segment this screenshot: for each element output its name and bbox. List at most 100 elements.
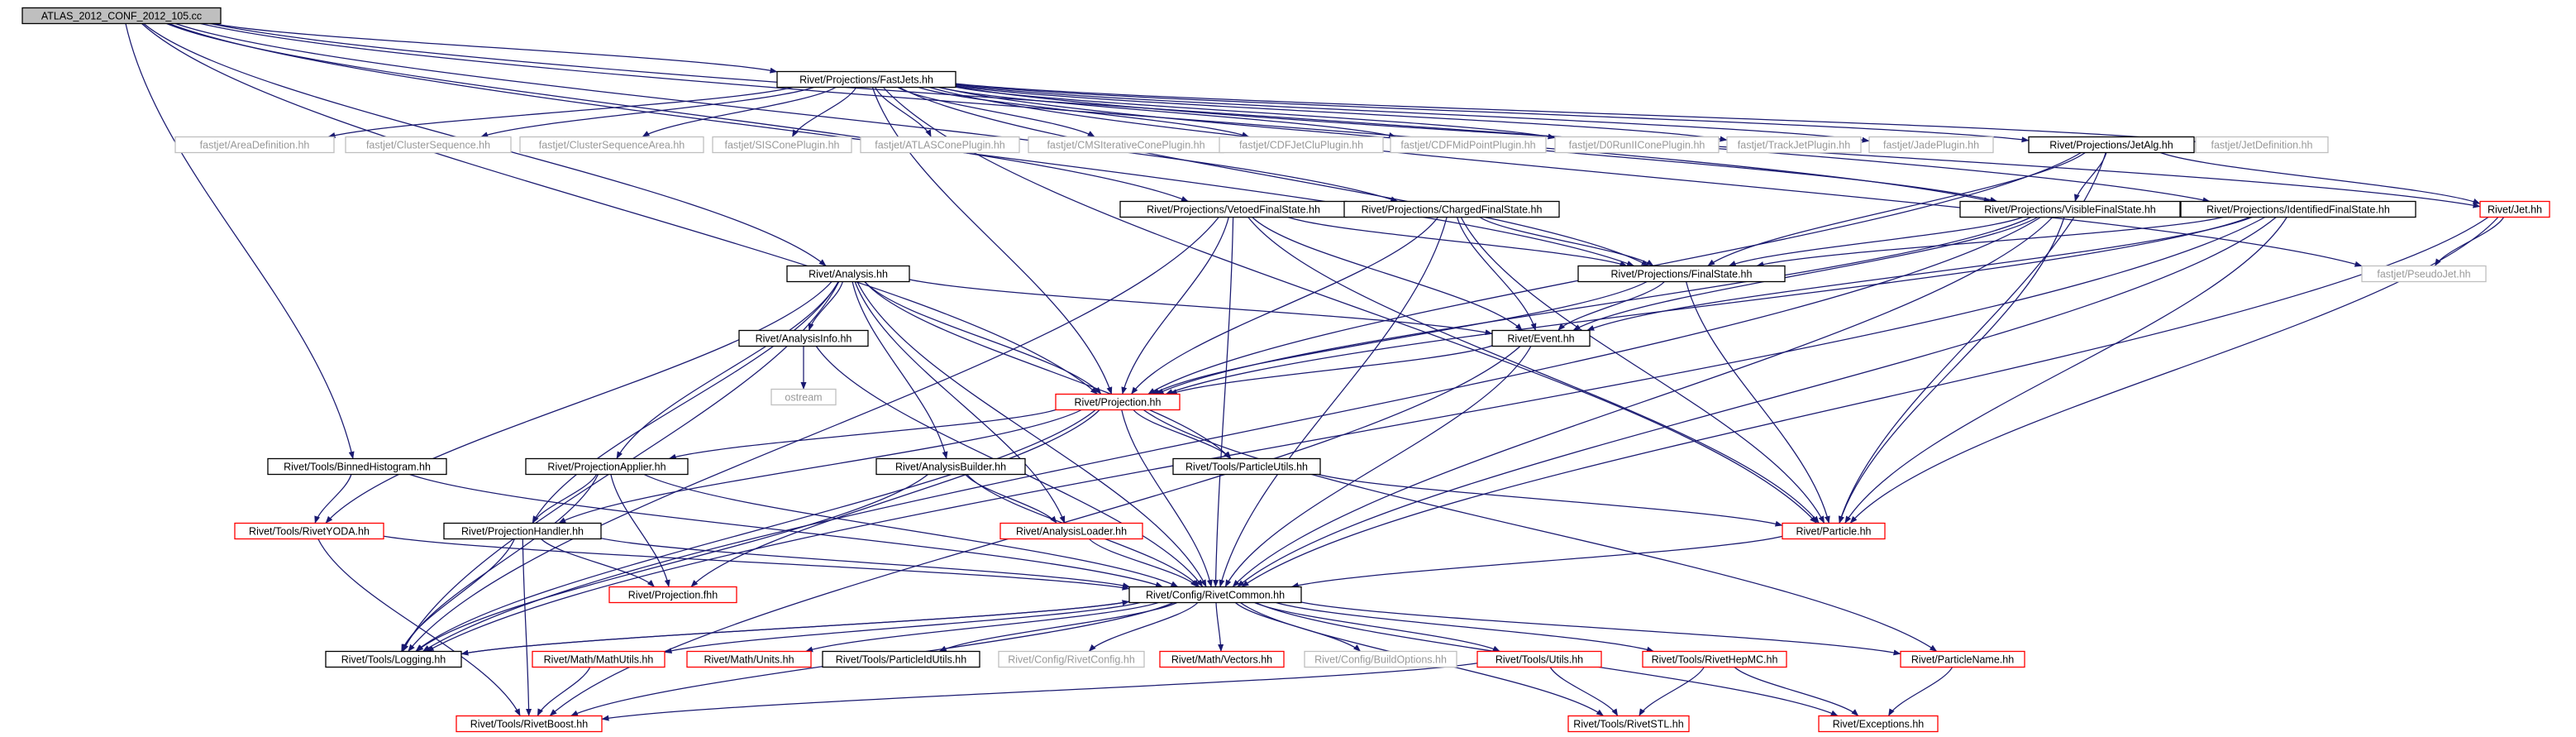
node-analysisloader[interactable]: Rivet/AnalysisLoader.hh (999, 522, 1143, 540)
node-projfhh[interactable]: Rivet/Projection.fhh (608, 586, 737, 604)
node-box-rivethepmc (1642, 650, 1787, 668)
node-label-atlascone: fastjet/ATLASConePlugin.hh (875, 140, 1005, 151)
edge-analysis-to-projapplier (616, 281, 839, 459)
node-rivetboost[interactable]: Rivet/Tools/RivetBoost.hh (456, 715, 603, 733)
node-label-ostream: ostream (785, 392, 822, 404)
edge-vetoed-to-particle (1247, 217, 1820, 524)
node-projection[interactable]: Rivet/Projection.hh (1055, 393, 1181, 411)
node-cdfmid: fastjet/CDFMidPointPlugin.hh (1390, 136, 1547, 154)
node-binned[interactable]: Rivet/Tools/BinnedHistogram.hh (267, 457, 447, 476)
node-particle[interactable]: Rivet/Particle.hh (1782, 522, 1886, 540)
edge-particlename-to-exceptions (1887, 667, 1953, 716)
edge-charged-to-rivetcommon (1219, 217, 1448, 587)
node-label-projfhh: Rivet/Projection.fhh (628, 590, 718, 601)
node-rivetstl[interactable]: Rivet/Tools/RivetSTL.hh (1567, 715, 1690, 733)
nodes-layer: ATLAS_2012_CONF_2012_105.ccRivet/Project… (21, 7, 2550, 733)
node-label-finalstate: Rivet/Projections/FinalState.hh (1611, 269, 1753, 280)
node-clusterseqarea: fastjet/ClusterSequenceArea.hh (519, 136, 704, 154)
node-box-analysis (786, 265, 910, 283)
node-identified[interactable]: Rivet/Projections/IdentifiedFinalState.h… (2180, 200, 2416, 218)
node-box-root (21, 7, 222, 25)
node-label-event: Rivet/Event.hh (1507, 333, 1574, 345)
node-jet[interactable]: Rivet/Jet.hh (2479, 200, 2550, 218)
edge-charged-to-finalstate (1479, 216, 1654, 267)
edge-root-to-visible (200, 22, 1992, 203)
edge-logging-to-rivetcommon (460, 600, 1130, 655)
node-label-projapplier: Rivet/ProjectionApplier.hh (547, 462, 665, 473)
node-visible[interactable]: Rivet/Projections/VisibleFinalState.hh (1959, 200, 2181, 218)
node-d0run2: fastjet/D0RunIIConePlugin.hh (1554, 136, 1720, 154)
edge-fastjets-to-particle (882, 87, 1818, 524)
node-box-buildoptions (1304, 650, 1457, 668)
edge-toolsutils-to-rivetstl (1549, 667, 1619, 716)
node-label-particlename: Rivet/ParticleName.hh (1911, 654, 2014, 666)
node-fastjets[interactable]: Rivet/Projections/FastJets.hh (776, 70, 956, 89)
node-vectors[interactable]: Rivet/Math/Vectors.hh (1159, 650, 1285, 668)
node-label-jetalg: Rivet/Projections/JetAlg.hh (2049, 140, 2173, 151)
node-event[interactable]: Rivet/Event.hh (1491, 329, 1591, 347)
node-toolsutils[interactable]: Rivet/Tools/Utils.hh (1476, 650, 1602, 668)
edge-fastjets-to-pseudojet (929, 86, 2363, 267)
node-projapplier[interactable]: Rivet/ProjectionApplier.hh (525, 457, 689, 476)
edge-fastjets-to-jade (955, 84, 1870, 143)
node-box-clusterseqarea (519, 136, 704, 154)
node-particlename[interactable]: Rivet/ParticleName.hh (1900, 650, 2025, 668)
node-box-event (1491, 329, 1591, 347)
node-analysis[interactable]: Rivet/Analysis.hh (786, 265, 910, 283)
node-particleidutils[interactable]: Rivet/Tools/ParticleIdUtils.hh (822, 650, 980, 668)
node-label-particleidutils: Rivet/Tools/ParticleIdUtils.hh (836, 654, 966, 666)
edge-visible-to-event (1572, 216, 2039, 332)
node-projhandler[interactable]: Rivet/ProjectionHandler.hh (443, 522, 602, 540)
edge-projhandler-to-logging (401, 538, 515, 652)
edge-root-to-projection (141, 23, 1098, 395)
edge-identified-to-event (1586, 216, 2253, 332)
node-cmsiter: fastjet/CMSIterativeConePlugin.hh (1028, 136, 1224, 154)
node-rivetyoda[interactable]: Rivet/Tools/RivetYODA.hh (234, 522, 384, 540)
node-rivetcommon[interactable]: Rivet/Config/RivetCommon.hh (1128, 586, 1302, 604)
edge-finalstate-to-projection (1152, 280, 1648, 395)
node-units[interactable]: Rivet/Math/Units.hh (686, 650, 812, 668)
node-root[interactable]: ATLAS_2012_CONF_2012_105.cc (21, 7, 222, 25)
edge-fastjets-to-jetalg (955, 84, 2030, 143)
edge-analysisloader-to-rivetcommon (1089, 538, 1198, 587)
node-label-analysis: Rivet/Analysis.hh (809, 269, 888, 280)
node-rivethepmc[interactable]: Rivet/Tools/RivetHepMC.hh (1642, 650, 1787, 668)
node-exceptions[interactable]: Rivet/Exceptions.hh (1818, 715, 1939, 733)
edge-fastjets-to-clusterseq (480, 86, 814, 138)
node-label-analysisbuilder: Rivet/AnalysisBuilder.hh (895, 462, 1006, 473)
node-label-clusterseq: fastjet/ClusterSequence.hh (366, 140, 490, 151)
edge-analysis-to-projhandler (532, 281, 839, 524)
edge-vetoed-to-rivetcommon (1213, 217, 1234, 587)
edge-particleutils-to-particle (1318, 473, 1783, 527)
edge-analysisbuilder-to-logging (416, 474, 928, 652)
edge-jetalg-to-finalstate (1707, 151, 2086, 267)
node-particleutils[interactable]: Rivet/Tools/ParticleUtils.hh (1172, 457, 1321, 476)
edge-vetoed-to-finalstate (1287, 216, 1628, 267)
node-box-jet (2479, 200, 2550, 218)
edge-projection-to-particleutils (1133, 409, 1232, 459)
node-box-rivetyoda (234, 522, 384, 540)
node-charged[interactable]: Rivet/Projections/ChargedFinalState.hh (1343, 200, 1560, 218)
node-jetalg[interactable]: Rivet/Projections/JetAlg.hh (2028, 136, 2195, 154)
node-box-rivetstl (1567, 715, 1690, 733)
node-logging[interactable]: Rivet/Tools/Logging.hh (325, 650, 462, 668)
node-analysisinfo[interactable]: Rivet/AnalysisInfo.hh (738, 329, 869, 347)
node-jetdef: fastjet/JetDefinition.hh (2195, 136, 2329, 154)
node-finalstate[interactable]: Rivet/Projections/FinalState.hh (1577, 265, 1786, 283)
node-label-pseudojet: fastjet/PseudoJet.hh (2377, 269, 2470, 280)
node-box-charged (1343, 200, 1560, 218)
edge-fastjets-to-jetdef (955, 83, 2197, 144)
edge-finalstate-to-event (1558, 281, 1665, 331)
edge-rivetcommon-to-vectors (1215, 602, 1224, 652)
edge-identified-to-projection (1165, 216, 2251, 395)
node-mathutils[interactable]: Rivet/Math/MathUtils.hh (532, 650, 665, 668)
edge-rivetcommon-to-units (805, 601, 1159, 653)
node-label-cmsiter: fastjet/CMSIterativeConePlugin.hh (1047, 140, 1205, 151)
node-analysisbuilder[interactable]: Rivet/AnalysisBuilder.hh (875, 457, 1026, 476)
node-box-analysisinfo (738, 329, 869, 347)
node-label-visible: Rivet/Projections/VisibleFinalState.hh (1984, 204, 2156, 216)
node-box-binned (267, 457, 447, 476)
node-vetoed[interactable]: Rivet/Projections/VetoedFinalState.hh (1119, 200, 1348, 218)
edge-fastjets-to-cdfjetclu (918, 86, 1250, 138)
